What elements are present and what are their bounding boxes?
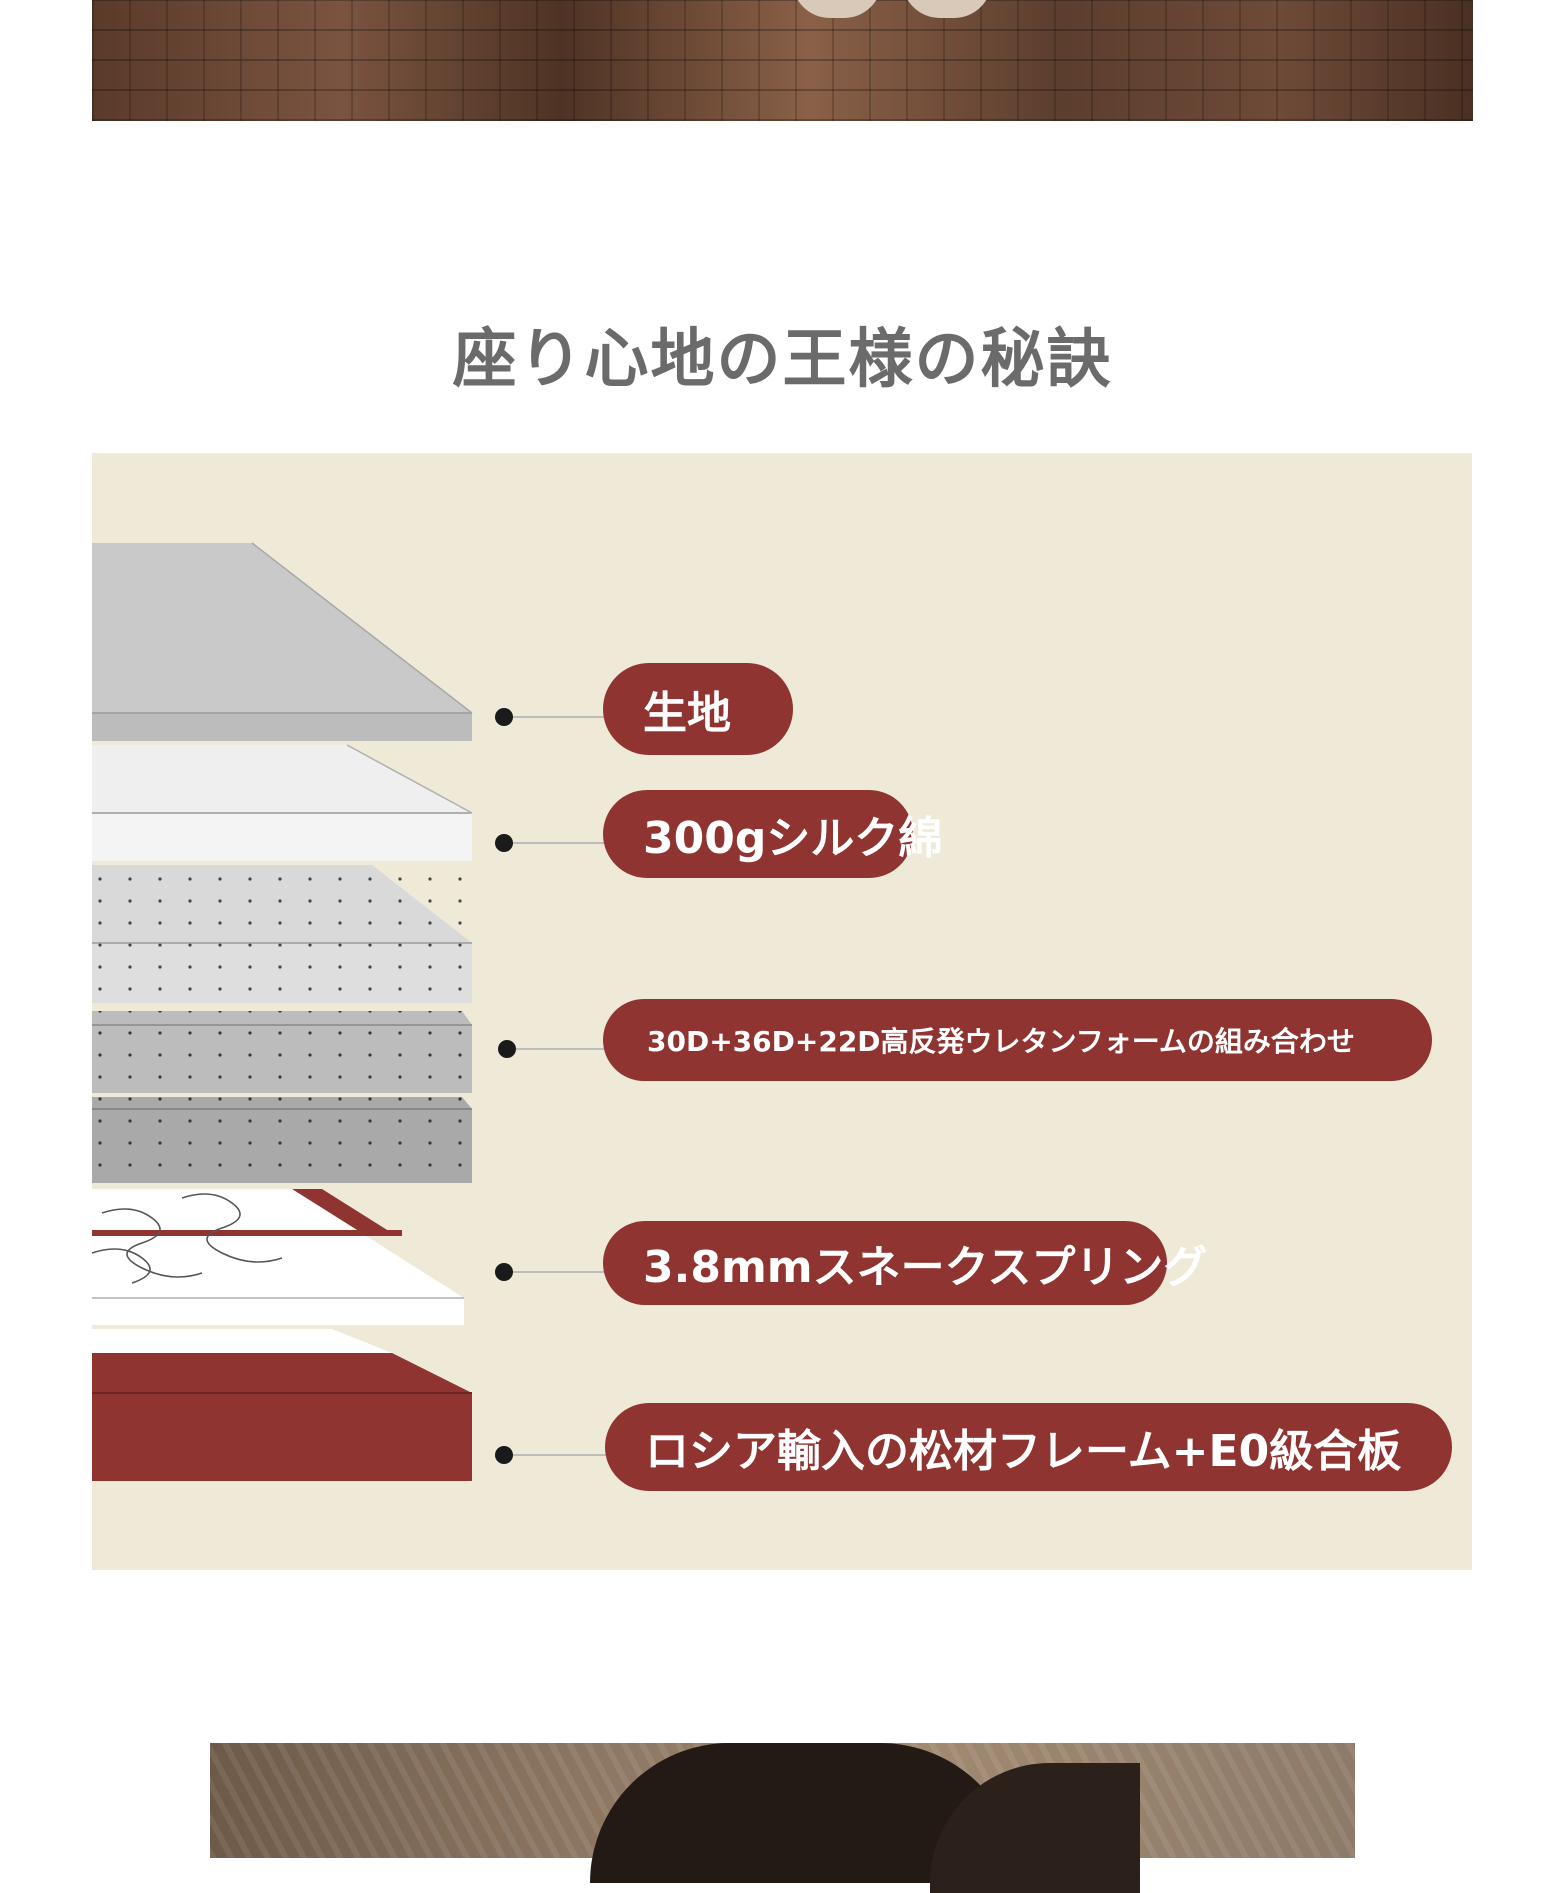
layer-diagram: 生地 300gシルク綿 30D+36D+22D高反発ウレタンフォームの組み合わせ…	[91, 453, 1472, 1570]
layer-label-urethane-foam: 30D+36D+22D高反発ウレタンフォームの組み合わせ	[603, 999, 1432, 1081]
layer-label-snake-spring: 3.8mmスネークスプリング	[603, 1221, 1207, 1305]
lifestyle-photo	[210, 1743, 1355, 1893]
layer-label-fabric: 生地	[603, 663, 793, 755]
shoe-left	[792, 0, 882, 18]
shoe-right	[902, 0, 992, 18]
layer-label-pine-frame: ロシア輸入の松材フレーム+E0級合板	[605, 1403, 1452, 1491]
layer-label-silk-cotton: 300gシルク綿	[603, 790, 942, 878]
floor-photo	[92, 0, 1473, 121]
sofa-layers-illustration	[91, 542, 473, 1481]
section-title: 座り心地の王様の秘訣	[452, 323, 1113, 397]
